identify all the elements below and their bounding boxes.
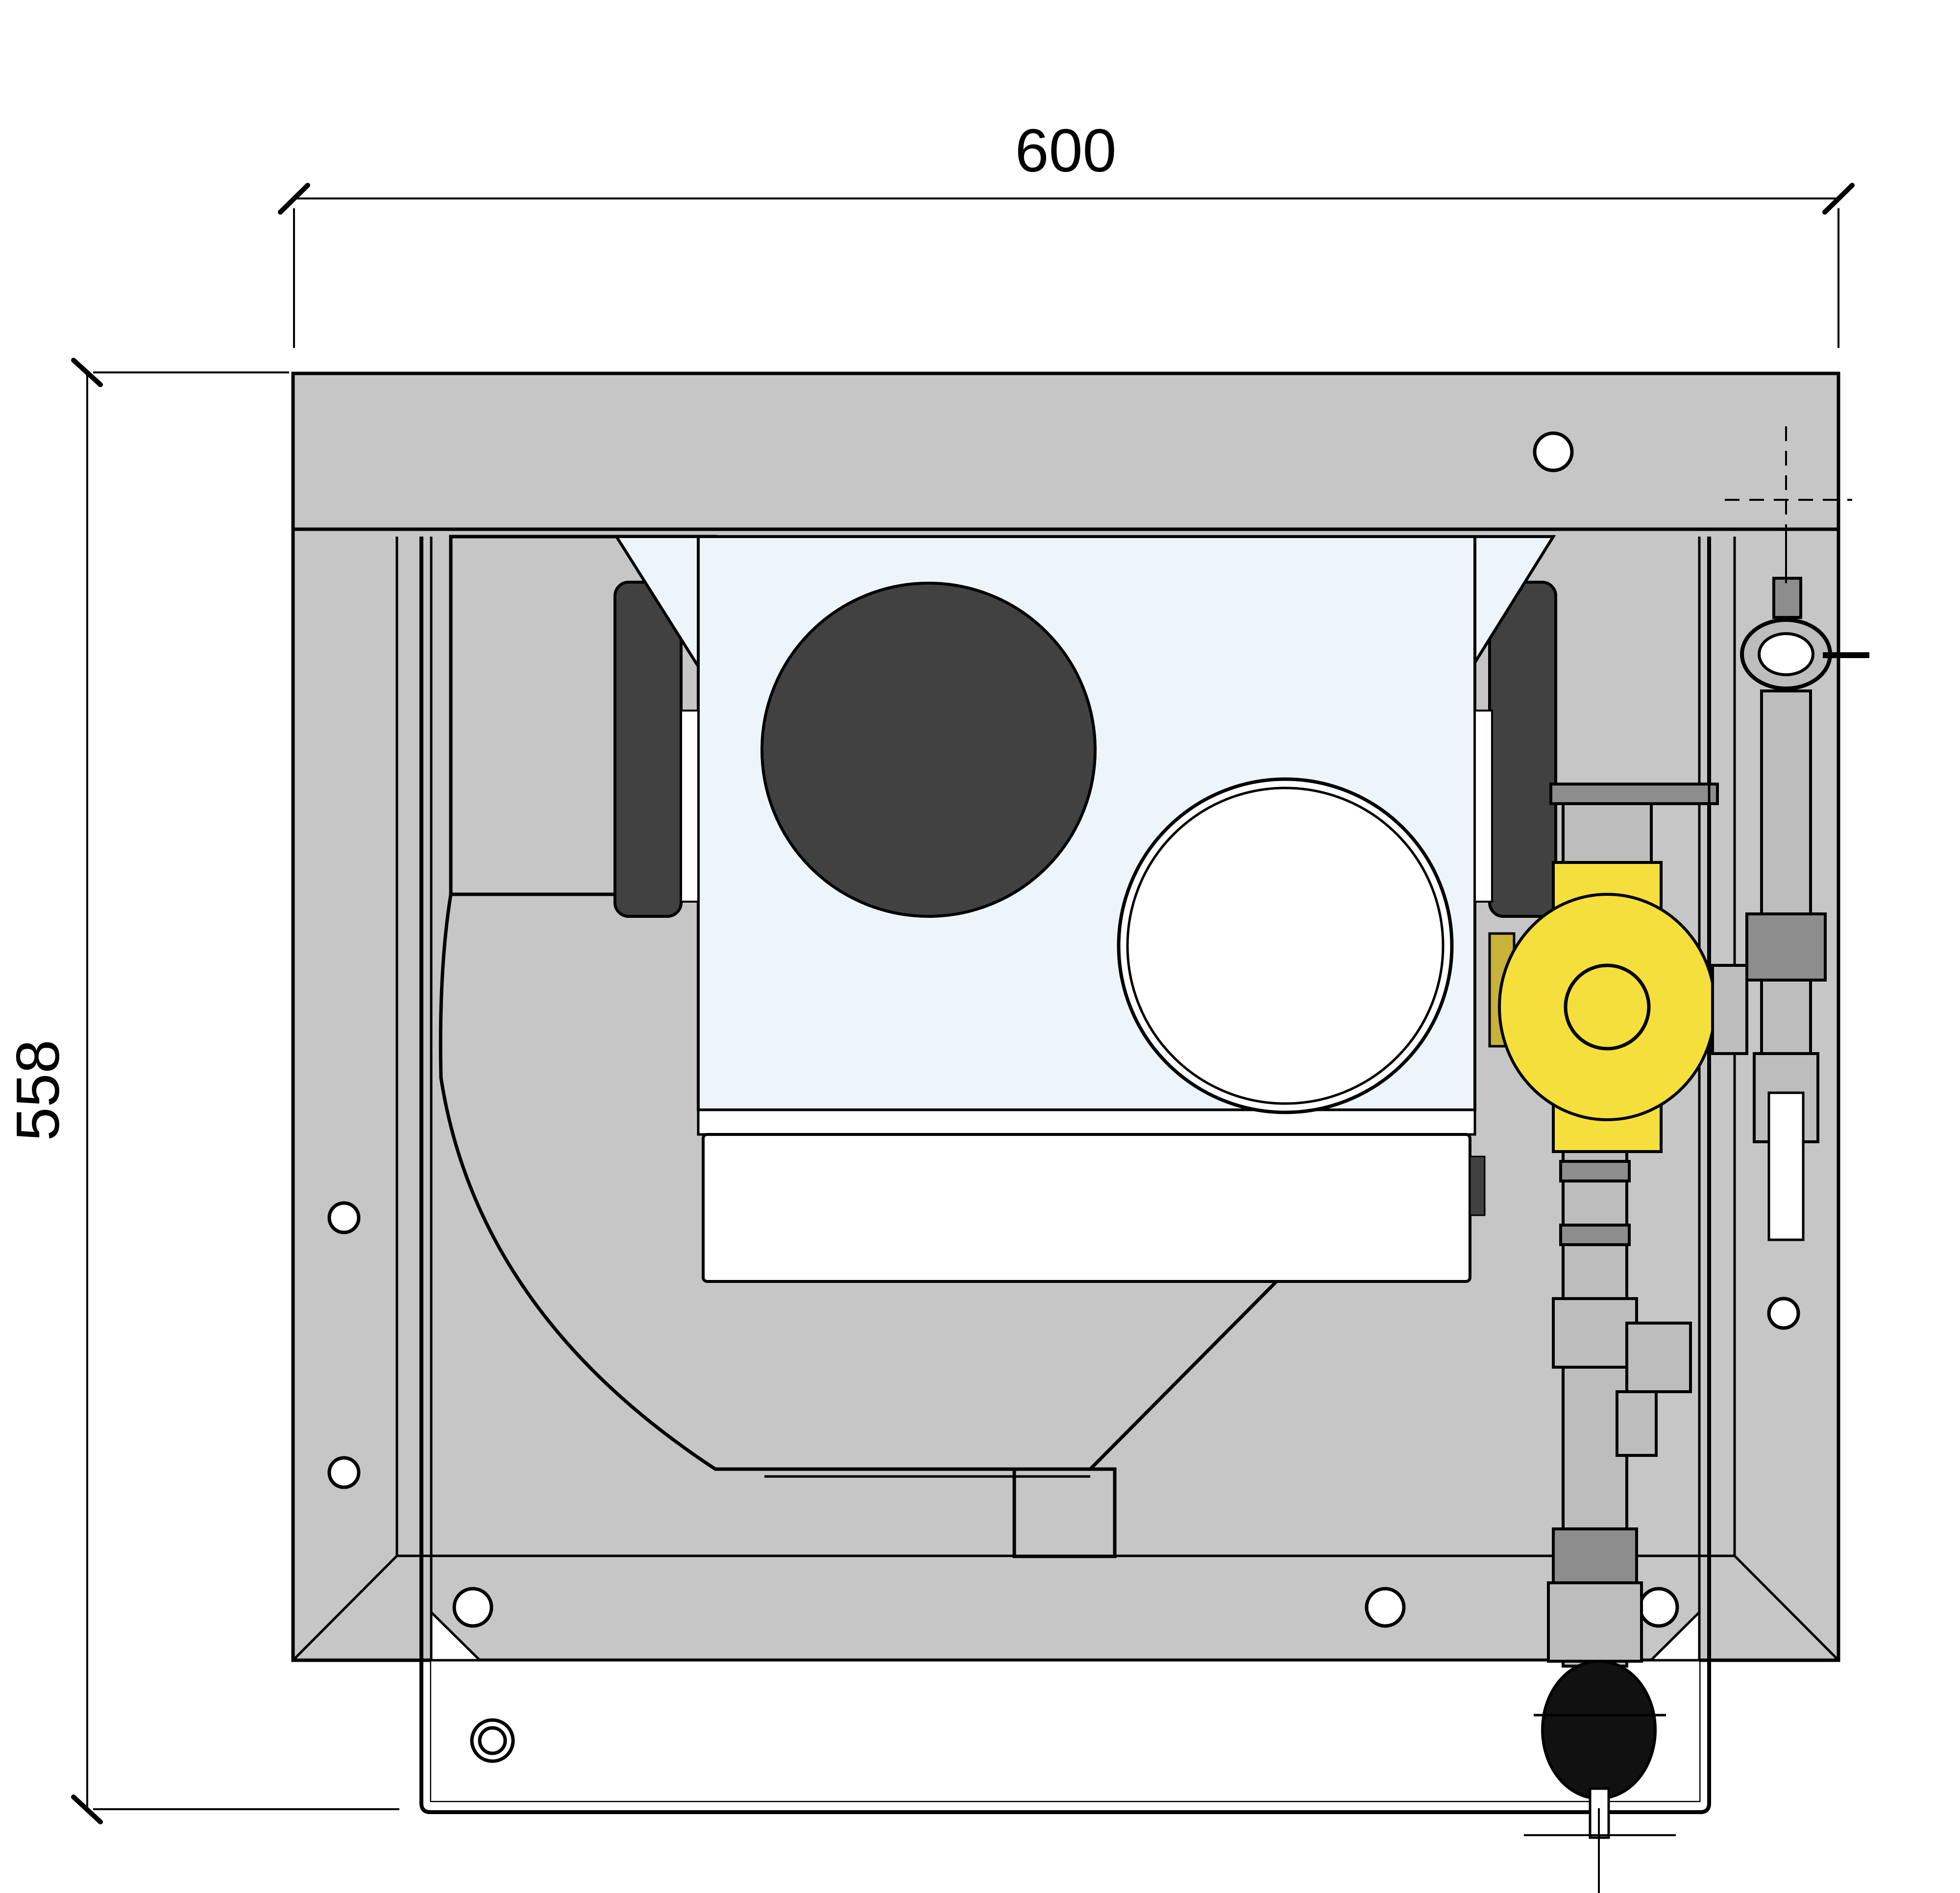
height-tick-bottom	[71, 1795, 103, 1824]
height-label: 558	[4, 1040, 72, 1141]
drain-valve-knob	[1541, 1660, 1657, 1800]
hole-bottom-left	[452, 1587, 493, 1628]
pump-side-plug	[1711, 964, 1748, 1055]
hole-bottom-middle	[1365, 1587, 1406, 1628]
mounting-holes	[327, 1201, 1800, 1628]
front-tray	[293, 537, 1838, 1814]
hole-bottom-right	[1638, 1587, 1679, 1628]
duct-port-inner	[1126, 787, 1445, 1105]
box-lip	[697, 1108, 1476, 1136]
box-lower-cover	[702, 1133, 1471, 1283]
pipe-ring-2	[1559, 1224, 1631, 1246]
right-riser	[1549, 537, 1869, 1241]
tray-drain-hole-inner	[478, 1726, 507, 1755]
motor-port-dark	[760, 582, 1097, 918]
riser-pipe-middle	[1760, 979, 1812, 1055]
hole-left-lower	[327, 1456, 361, 1489]
top-rail	[291, 371, 1852, 539]
width-tick-left	[278, 183, 310, 215]
riser-pipe-upper	[1760, 689, 1812, 918]
pump-top-fitting	[1562, 802, 1653, 864]
ball-valve-spout	[1767, 1091, 1805, 1241]
pump-assembly	[1488, 802, 1748, 1893]
pump-motor-cap	[1564, 963, 1651, 1051]
pipe-union	[1552, 1527, 1638, 1584]
electronics-box	[680, 535, 1493, 1283]
width-dimension: 600	[278, 117, 1855, 348]
tray-floor	[431, 1661, 1699, 1801]
width-label: 600	[1015, 117, 1117, 185]
hole-right	[1767, 1297, 1800, 1330]
pump-bracket	[1549, 783, 1719, 805]
width-tick-right	[1822, 183, 1855, 215]
tray-outline	[419, 537, 1711, 1814]
height-dimension: 558	[4, 358, 399, 1824]
bottom-left-bevel	[292, 1555, 398, 1661]
tee-branch-nut	[1616, 1390, 1658, 1457]
blower-outlet	[1012, 1467, 1117, 1558]
cushion-right	[1488, 581, 1557, 918]
pipe-valve-body	[1547, 1581, 1643, 1663]
riser-top-fitting	[1772, 577, 1802, 619]
top-rail-body	[291, 371, 1840, 531]
box-side-latch	[1469, 1155, 1486, 1216]
pipe-ring-1	[1559, 1160, 1631, 1182]
box-left-flange	[680, 710, 699, 903]
cushion-left	[613, 581, 683, 918]
box-right-flange	[1474, 710, 1493, 903]
height-tick-top	[71, 358, 103, 387]
top-rail-hole	[1533, 431, 1574, 472]
hole-left-upper	[327, 1201, 361, 1234]
side-cushions	[613, 535, 1557, 918]
air-vent-hole	[1758, 632, 1814, 676]
bottom-right-bevel	[1734, 1555, 1839, 1661]
pipe-tee	[1552, 1297, 1638, 1369]
tee-branch	[1625, 1322, 1692, 1393]
riser-nut	[1745, 912, 1827, 982]
